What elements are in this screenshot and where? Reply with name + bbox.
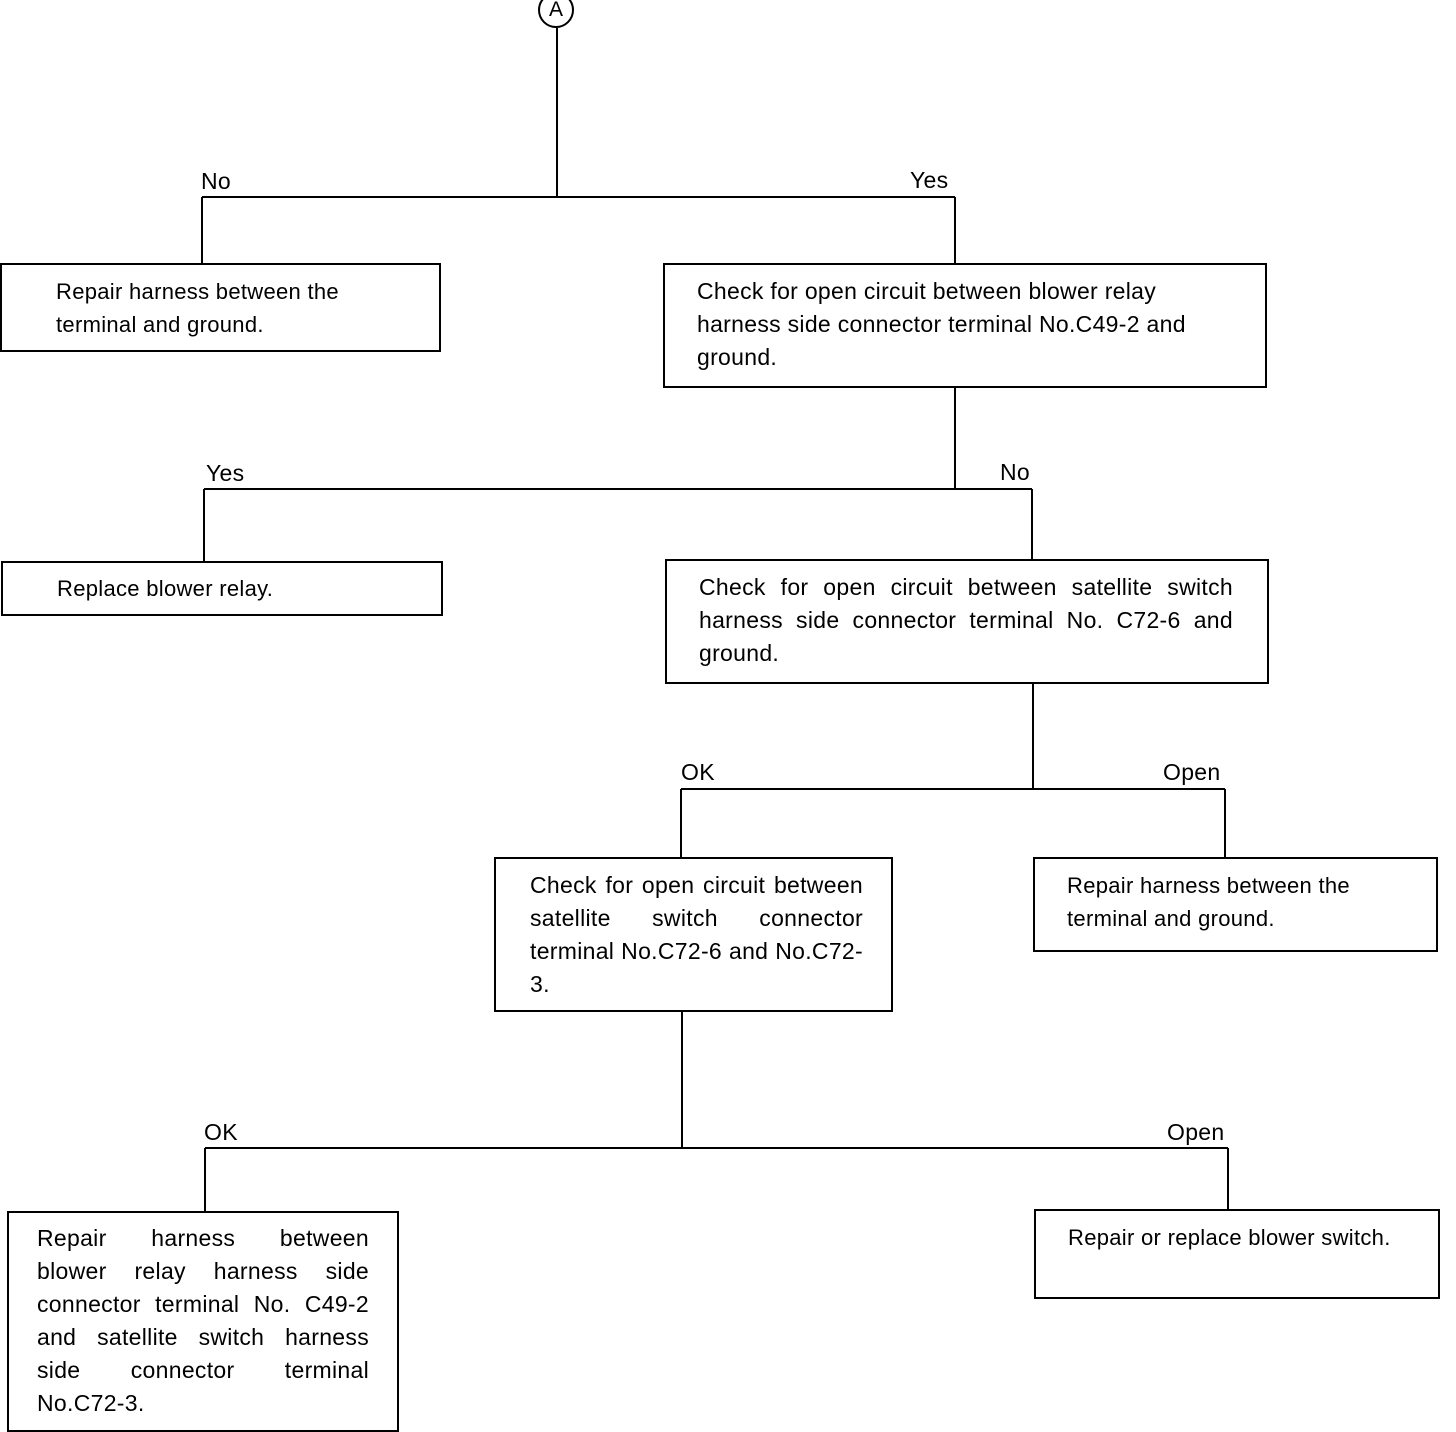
branch-label-ok: OK xyxy=(681,759,715,785)
branch-label-ok: OK xyxy=(204,1119,238,1145)
repair-replace-switch-box: Repair or replace blower switch. xyxy=(1034,1209,1440,1299)
branch-label-open: Open xyxy=(1163,759,1221,785)
replace-blower-relay-box: Replace blower relay. xyxy=(1,561,443,616)
branch-label-no: No xyxy=(1000,459,1031,485)
check-satellite-connector-box: Check for open circuit between satellite… xyxy=(494,857,893,1012)
repair-terminal-ground-box: Repair harness between the terminal and … xyxy=(1033,857,1438,952)
repair-relay-to-switch-box: Repair harness between blower relay harn… xyxy=(7,1211,399,1432)
check-blower-relay-box: Check for open circuit between blower re… xyxy=(663,263,1267,388)
branch-label-yes: Yes xyxy=(910,167,949,193)
branch-label-no: No xyxy=(201,168,232,194)
repair-terminal-ground-box: Repair harness between the terminal and … xyxy=(0,263,441,352)
connector-node-a: A xyxy=(538,0,574,28)
branch-label-yes: Yes xyxy=(206,460,245,486)
branch-label-open: Open xyxy=(1167,1119,1225,1145)
check-satellite-switch-box: Check for open circuit between satellite… xyxy=(665,559,1269,684)
